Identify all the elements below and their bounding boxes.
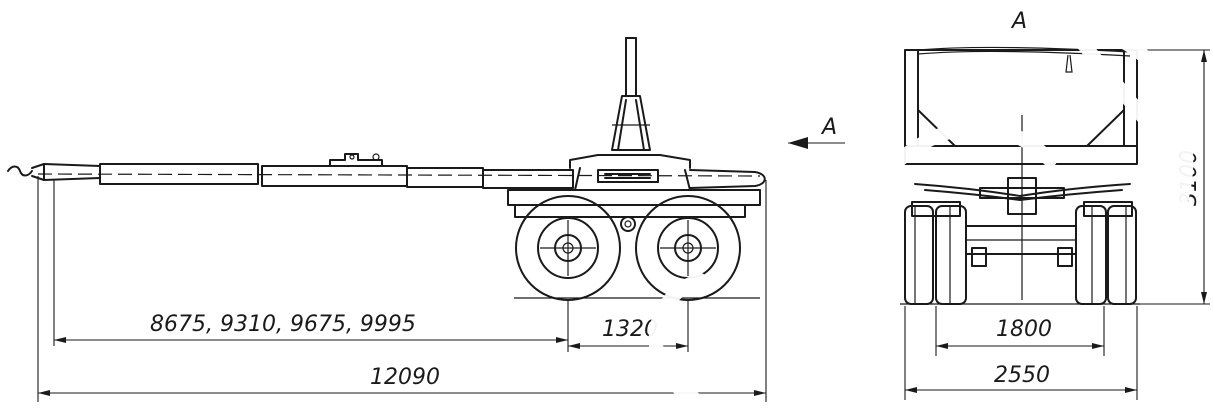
axle	[965, 225, 1077, 267]
dimension-kingpin-range: 8675, 9310, 9675, 9995	[54, 312, 568, 343]
side-view: A 8675, 9310, 9675, 9995 1320 12090	[7, 37, 845, 402]
frame-and-turntable	[507, 154, 766, 232]
track-width-label: 1800	[996, 317, 1052, 342]
watermark	[648, 33, 1194, 411]
drawbar-hitch	[7, 163, 101, 181]
dual-wheels-right	[1075, 205, 1137, 305]
dimension-axle-spacing: 1320	[568, 317, 688, 349]
kingpin-range-label: 8675, 9310, 9675, 9995	[150, 312, 416, 337]
dual-wheels-left	[904, 205, 967, 305]
wheel-front	[515, 195, 621, 301]
dimension-overall-length: 12090	[38, 365, 766, 396]
suspension	[911, 177, 1133, 217]
axle-spacing-label: 1320	[602, 317, 658, 342]
view-arrow-a: A	[788, 115, 845, 149]
bunk-frame	[904, 49, 1138, 300]
stanchion-post	[611, 37, 651, 151]
telescopic-drawbar	[37, 153, 761, 189]
dimension-overall-width: 2550	[905, 363, 1137, 393]
view-label: A	[1010, 9, 1027, 34]
view-arrow-label: A	[820, 115, 837, 140]
overall-length-label: 12090	[370, 365, 440, 390]
dimension-track-width: 1800	[936, 317, 1104, 349]
overall-width-label: 2550	[994, 363, 1050, 388]
